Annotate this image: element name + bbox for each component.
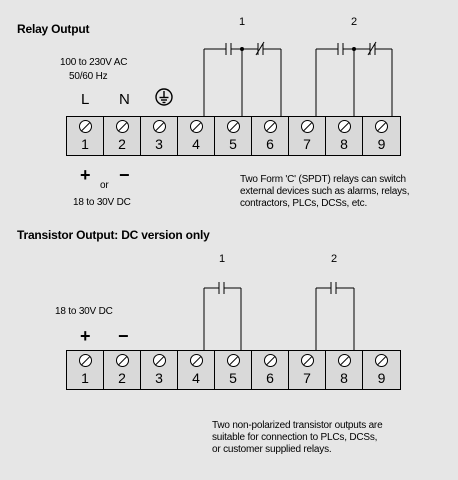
terminal-9: 9	[363, 351, 400, 389]
transistor-plus-sign: +	[80, 326, 91, 346]
terminal-3: 3	[141, 351, 178, 389]
relay-output-heading: Relay Output	[17, 22, 90, 36]
ground-symbol-icon	[155, 88, 173, 106]
transistor-output-1-contact	[203, 282, 242, 352]
transistor-minus-sign: −	[118, 326, 129, 346]
terminal-screw-icon	[79, 354, 92, 367]
relay-note: Two Form 'C' (SPDT) relays can switch ex…	[240, 174, 410, 209]
terminal-screw-icon	[190, 120, 203, 133]
terminal-4: 4	[178, 117, 215, 155]
terminal-2: 2	[104, 351, 141, 389]
terminal-screw-icon	[375, 354, 388, 367]
terminal-screw-icon	[301, 354, 314, 367]
relay-dc-supply-label: 18 to 30V DC	[73, 197, 131, 208]
terminal-screw-icon	[116, 120, 129, 133]
terminal-screw-icon	[79, 120, 92, 133]
relay-1-contacts	[203, 41, 282, 118]
transistor-output-2-contact	[315, 282, 355, 352]
ac-supply-voltage: 100 to 230V AC	[60, 57, 128, 68]
terminal-screw-icon	[375, 120, 388, 133]
line-label: L	[81, 91, 90, 108]
terminal-4: 4	[178, 351, 215, 389]
terminal-1: 1	[67, 351, 104, 389]
terminal-screw-icon	[264, 354, 277, 367]
terminal-7: 7	[289, 351, 326, 389]
terminal-1: 1	[67, 117, 104, 155]
terminal-6: 6	[252, 117, 289, 155]
terminal-screw-icon	[190, 354, 203, 367]
transistor-output-1-label: 1	[219, 253, 226, 265]
terminal-3: 3	[141, 117, 178, 155]
transistor-output-2-label: 2	[331, 253, 338, 265]
relay-2-label: 2	[351, 16, 358, 28]
terminal-7: 7	[289, 117, 326, 155]
terminal-2: 2	[104, 117, 141, 155]
terminal-screw-icon	[153, 354, 166, 367]
terminal-8: 8	[326, 117, 363, 155]
terminal-5: 5	[215, 351, 252, 389]
terminal-5: 5	[215, 117, 252, 155]
terminal-8: 8	[326, 351, 363, 389]
transistor-output-heading: Transistor Output: DC version only	[17, 228, 210, 242]
relay-1-label: 1	[239, 16, 246, 28]
transistor-terminal-block: 1 2 3 4 5 6 7 8 9	[66, 350, 401, 390]
terminal-screw-icon	[264, 120, 277, 133]
neutral-label: N	[119, 91, 130, 108]
or-label: or	[100, 180, 109, 191]
relay-2-contacts	[315, 41, 393, 118]
transistor-note: Two non-polarized transistor outputs are…	[212, 420, 383, 455]
terminal-screw-icon	[338, 354, 351, 367]
terminal-screw-icon	[301, 120, 314, 133]
terminal-screw-icon	[227, 354, 240, 367]
ac-supply-frequency: 50/60 Hz	[69, 71, 108, 82]
terminal-screw-icon	[227, 120, 240, 133]
terminal-screw-icon	[338, 120, 351, 133]
dc-plus-sign: +	[80, 165, 91, 185]
terminal-screw-icon	[153, 120, 166, 133]
dc-minus-sign: −	[119, 165, 130, 185]
terminal-screw-icon	[116, 354, 129, 367]
transistor-dc-supply-label: 18 to 30V DC	[55, 306, 113, 317]
terminal-6: 6	[252, 351, 289, 389]
terminal-9: 9	[363, 117, 400, 155]
relay-1-common-junction	[240, 47, 244, 51]
relay-terminal-block: 1 2 3 4 5 6 7 8 9	[66, 116, 401, 156]
relay-2-common-junction	[352, 47, 356, 51]
